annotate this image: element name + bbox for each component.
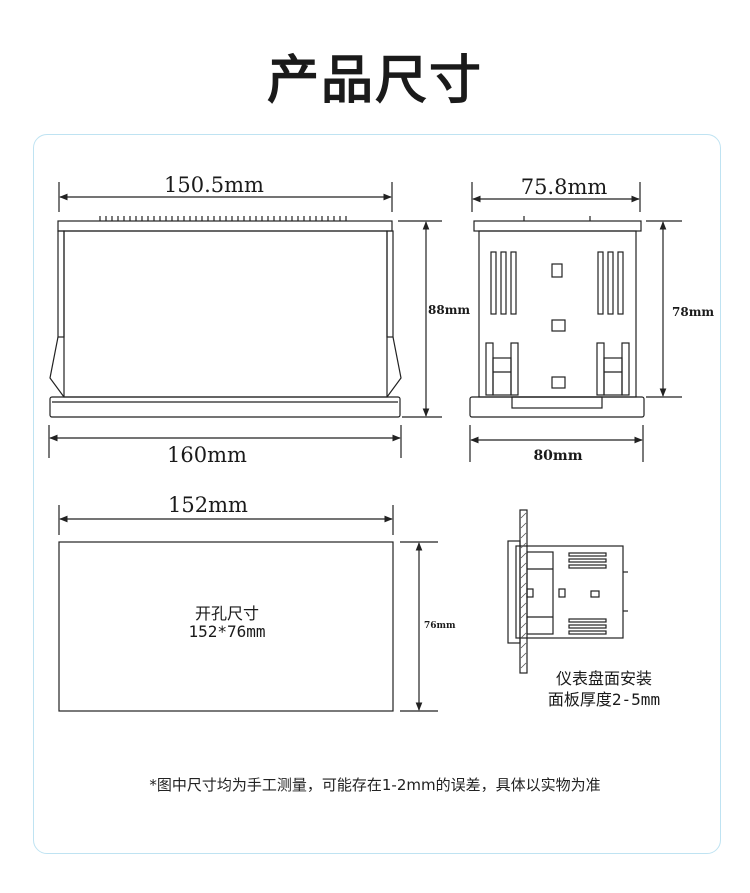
side-bottom-width-label: 80mm [533, 448, 582, 464]
measurement-footnote: *图中尺寸均为手工测量，可能存在1-2mm的误差，具体以实物为准 [149, 776, 601, 794]
cutout-width-label: 152mm [168, 493, 248, 517]
side-top-width-label: 75.8mm [521, 175, 608, 199]
cutout-label-line1: 开孔尺寸 [195, 604, 259, 623]
page-title: 产品尺寸 [266, 51, 483, 111]
mount-label-line1: 仪表盘面安装 [556, 669, 652, 688]
mount-panel-hatch [520, 512, 527, 669]
mount-view [507, 509, 628, 674]
side-height-label: 78mm [672, 305, 714, 319]
front-top-vents [99, 216, 347, 221]
front-view [48, 182, 442, 458]
front-height-label: 88mm [428, 303, 470, 317]
diagram-panel [33, 134, 721, 854]
cutout-label-line2: 152*76mm [188, 622, 265, 641]
cutout-view [58, 505, 438, 712]
front-bottom-width-label: 160mm [167, 443, 247, 467]
side-view [469, 182, 682, 462]
mount-label-line2: 面板厚度2-5mm [548, 690, 660, 709]
front-top-width-label: 150.5mm [164, 173, 264, 197]
cutout-height-label: 76mm [424, 621, 456, 631]
